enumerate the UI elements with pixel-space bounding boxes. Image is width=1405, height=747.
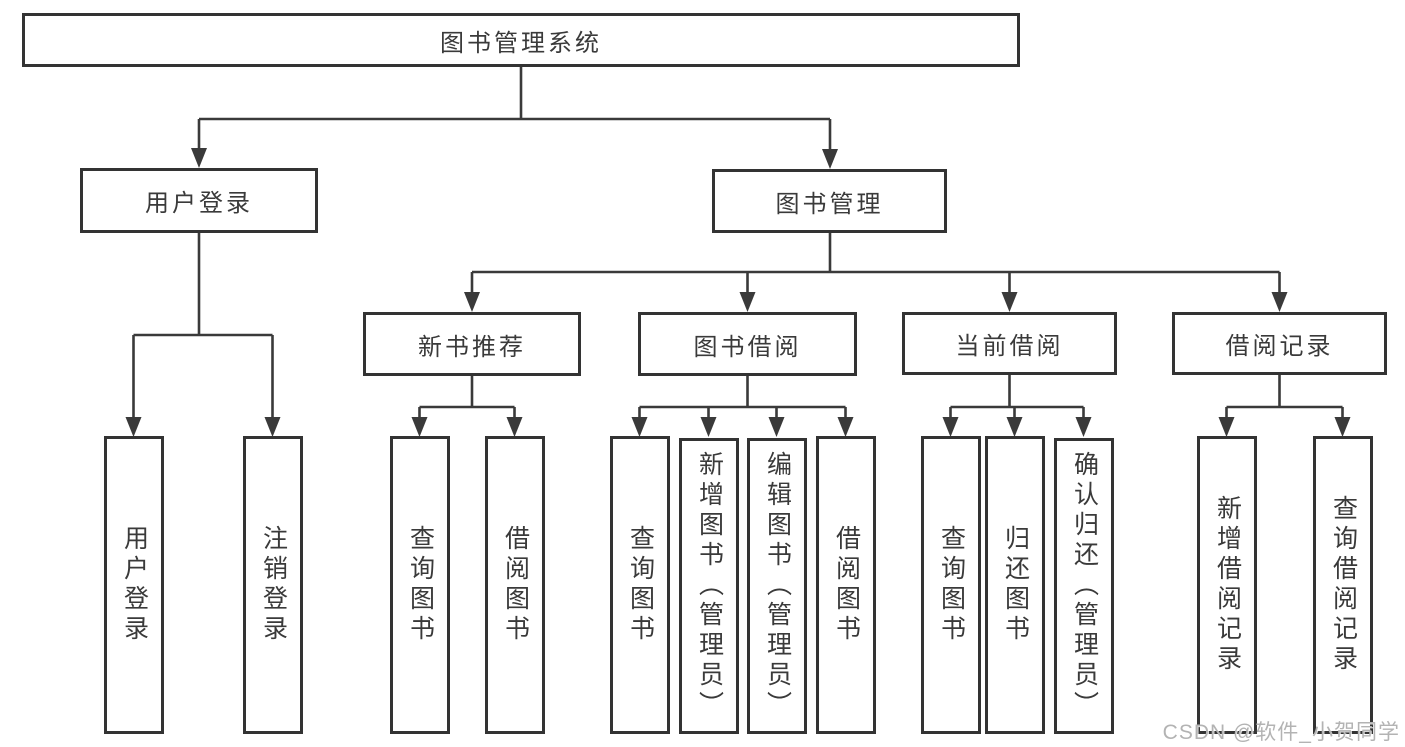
connector-level3-to-leaves <box>418 374 1344 422</box>
leaf-label: 编辑图书（管理员） <box>763 451 792 721</box>
connector-root-to-level2 <box>197 66 832 153</box>
watermark: CSDN @软件_小贺同学 <box>1162 721 1400 744</box>
leaf-label: 查询图书 <box>626 525 655 645</box>
leaf-label: 用户登录 <box>120 525 149 645</box>
node-label: 新书推荐 <box>418 333 526 361</box>
node-label: 图书管理 <box>775 190 884 218</box>
leaf-add-book-admin: 新增图书（管理员） <box>679 438 739 734</box>
leaf-return-books: 归还图书 <box>985 436 1045 734</box>
node-book-borrow: 图书借阅 <box>638 312 857 376</box>
node-label: 用户登录 <box>145 190 253 217</box>
leaf-query-books-recommend: 查询图书 <box>390 436 450 734</box>
leaf-label: 借阅图书 <box>501 525 530 645</box>
node-borrow-records: 借阅记录 <box>1172 312 1387 375</box>
leaf-borrow-books: 借阅图书 <box>816 436 876 734</box>
node-label: 借阅记录 <box>1225 333 1334 360</box>
node-new-book-recommend: 新书推荐 <box>363 312 581 376</box>
leaf-user-login: 用户登录 <box>104 436 164 734</box>
node-current-borrow: 当前借阅 <box>902 312 1117 375</box>
leaf-label: 确认归还（管理员） <box>1070 451 1099 721</box>
leaf-label: 归还图书 <box>1001 525 1030 645</box>
node-book-management: 图书管理 <box>712 169 947 233</box>
leaf-add-borrow-record: 新增借阅记录 <box>1197 436 1257 734</box>
arrowheads <box>125 148 1351 437</box>
leaf-label: 查询图书 <box>406 525 435 645</box>
connector-bookmgmt-to-level3 <box>470 232 1281 296</box>
leaf-edit-book-admin: 编辑图书（管理员） <box>747 438 807 734</box>
leaf-logout: 注销登录 <box>243 436 303 734</box>
leaf-label: 查询图书 <box>937 525 966 645</box>
leaf-query-books-borrow: 查询图书 <box>610 436 670 734</box>
leaf-label: 新增借阅记录 <box>1213 495 1242 675</box>
leaf-borrow-books-recommend: 借阅图书 <box>485 436 545 734</box>
leaf-query-books-current: 查询图书 <box>921 436 981 734</box>
leaf-label: 注销登录 <box>259 525 288 645</box>
leaf-label: 借阅图书 <box>832 525 861 645</box>
leaf-label: 查询借阅记录 <box>1329 495 1358 675</box>
connector-userlogin-to-leaves <box>132 232 274 421</box>
node-user-login: 用户登录 <box>80 168 318 233</box>
leaf-confirm-return-admin: 确认归还（管理员） <box>1054 438 1114 734</box>
node-root: 图书管理系统 <box>22 13 1020 67</box>
leaf-label: 新增图书（管理员） <box>695 451 724 721</box>
node-label: 当前借阅 <box>955 333 1064 360</box>
node-label: 图书借阅 <box>693 333 802 361</box>
leaf-query-borrow-record: 查询借阅记录 <box>1313 436 1373 734</box>
node-label: 图书管理系统 <box>440 29 602 57</box>
